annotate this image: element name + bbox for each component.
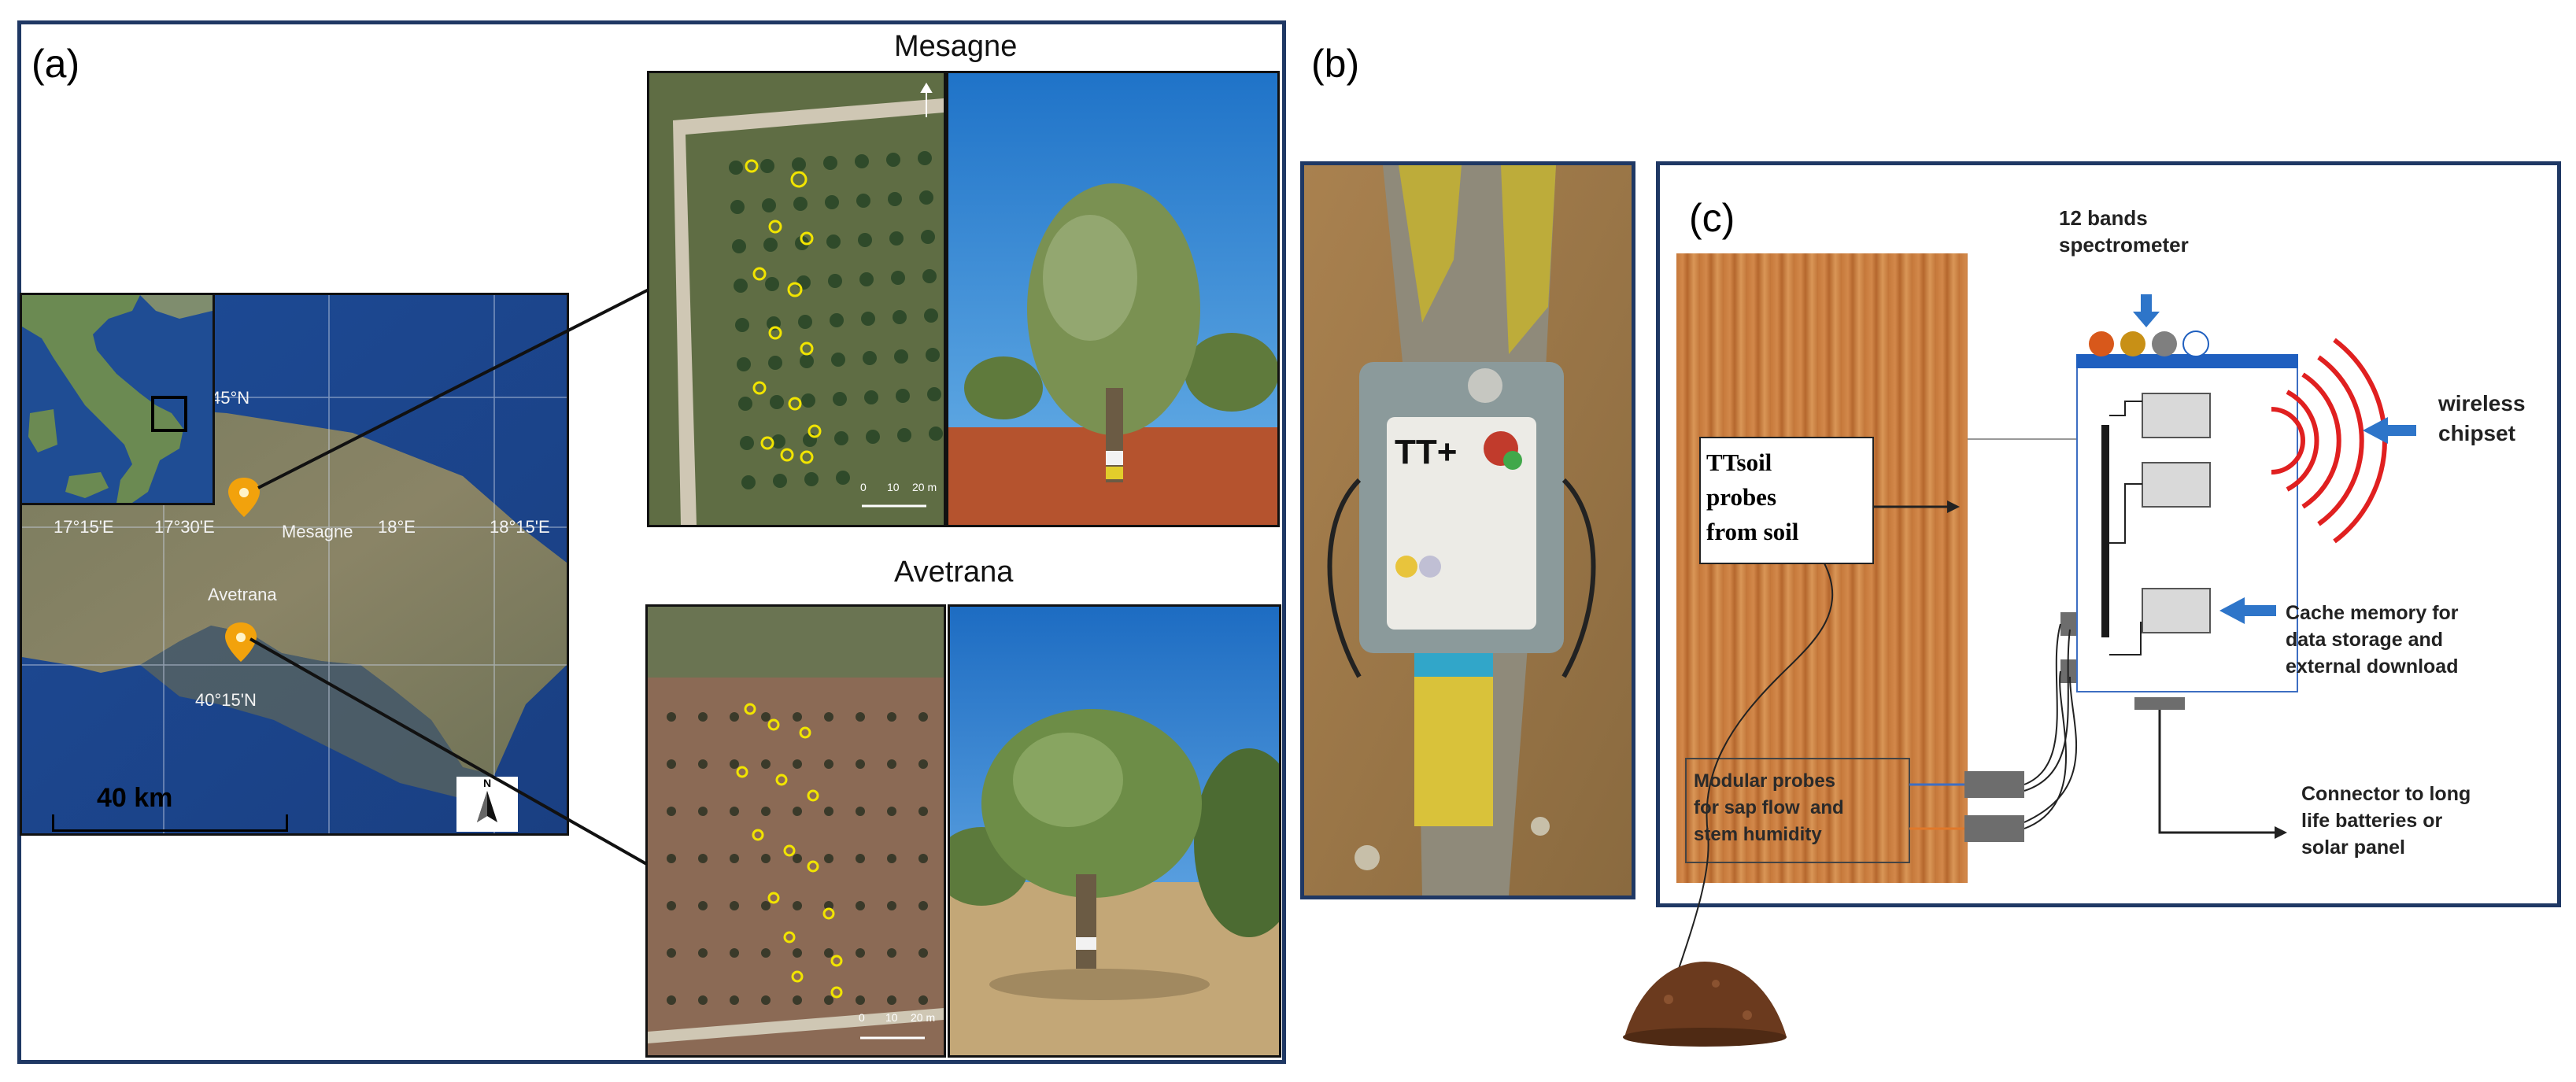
mesagne-scale-0: 0 — [860, 481, 867, 493]
avetrana-scale-10: 10 — [885, 1011, 898, 1024]
ttsoil-label-line2: probes — [1706, 483, 1777, 511]
mesagne-tree-photo — [946, 71, 1280, 527]
site-title-avetrana: Avetrana — [894, 556, 1014, 589]
scale-bar-label: 40 km — [97, 783, 173, 813]
avetrana-scale-0: 0 — [859, 1011, 865, 1024]
device-photo: TT+ — [1300, 161, 1635, 899]
avetrana-tree-photo — [948, 604, 1281, 1058]
wireless-label: wireless chipset — [2438, 389, 2526, 449]
panel-c-label: (c) — [1689, 196, 1735, 240]
spectrometer-label: 12 bands spectrometer — [2059, 205, 2189, 258]
place-label-mesagne: Mesagne — [282, 522, 353, 541]
cache-label-line2: data storage and — [2286, 629, 2444, 651]
sensor-device-header — [2076, 354, 2298, 368]
modular-label-line2: for sap flow and — [1694, 797, 1844, 818]
spectrometer-label-line2: spectrometer — [2059, 233, 2189, 257]
panel-c-frame — [1656, 161, 2561, 907]
lon-label-2: 17°30'E — [154, 517, 215, 537]
cache-label-line3: external download — [2286, 655, 2459, 678]
panel-a-label: (a) — [31, 42, 80, 86]
north-arrow-icon — [477, 791, 497, 822]
ttsoil-label-line3: from soil — [1706, 518, 1799, 545]
place-label-avetrana: Avetrana — [208, 585, 277, 604]
connector-label-line3: solar panel — [2301, 836, 2405, 859]
lon-label-4: 18°15'E — [490, 517, 550, 537]
connector-label-line2: life batteries or — [2301, 810, 2443, 832]
cache-memory-label: Cache memory for data storage and extern… — [2286, 600, 2459, 680]
panel-b-label: (b) — [1311, 42, 1360, 86]
wireless-label-line2: chipset — [2438, 421, 2516, 445]
scale-bar — [52, 814, 288, 832]
lon-label-3: 18°E — [378, 517, 416, 537]
north-label: N — [483, 777, 492, 789]
cache-label-line1: Cache memory for — [2286, 602, 2459, 624]
spectrometer-label-line1: 12 bands — [2059, 206, 2148, 230]
lon-label-1: 17°15'E — [54, 517, 114, 537]
tree-trunk-section — [1676, 253, 1968, 883]
ttsoil-label-line1: TTsoil — [1706, 449, 1772, 476]
modular-label-line1: Modular probes — [1694, 770, 1836, 792]
modular-label-line3: stem humidity — [1694, 824, 1822, 845]
connector-label: Connector to long life batteries or sola… — [2301, 781, 2471, 861]
connector-label-line1: Connector to long — [2301, 783, 2471, 805]
panel-a-frame — [17, 20, 1286, 1064]
mesagne-scale-20: 20 m — [912, 481, 937, 493]
modular-probes-label: Modular probes for sap flow and stem hum… — [1694, 768, 1844, 848]
avetrana-scale-20: 20 m — [911, 1011, 936, 1024]
device-label: TT+ — [1395, 433, 1458, 471]
avetrana-aerial-photo: 0 10 20 m — [645, 604, 946, 1058]
ttsoil-label: TTsoil probes from soil — [1706, 445, 1868, 549]
lat-label-45: 45°N — [211, 388, 250, 408]
wireless-label-line1: wireless — [2438, 391, 2526, 415]
aerial-north-arrow-icon — [920, 83, 933, 117]
mesagne-aerial-photo: 0 10 20 m — [647, 71, 946, 527]
soil-heap-icon — [1623, 962, 1787, 1047]
lat-label-4015: 40°15'N — [195, 690, 257, 710]
mesagne-scale-10: 10 — [887, 481, 900, 493]
italy-inset-map — [20, 293, 215, 505]
site-title-mesagne: Mesagne — [894, 30, 1018, 63]
